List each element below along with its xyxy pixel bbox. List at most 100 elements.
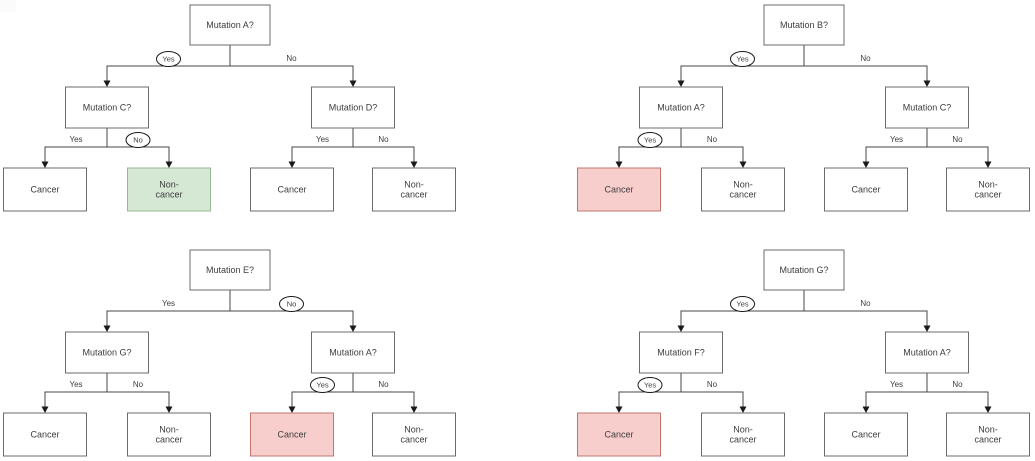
decision-node: Mutation A? <box>639 86 723 129</box>
edge-label-text: Yes <box>890 135 903 144</box>
arrowhead-icon <box>984 161 992 168</box>
connector-line <box>291 128 354 163</box>
edge-label: No <box>860 54 871 63</box>
edge-label-text: No <box>952 380 963 389</box>
arrowhead-icon <box>739 406 747 413</box>
edge-label: No <box>707 380 718 389</box>
edge-label-circled: Yes <box>730 296 755 312</box>
edge-label: No <box>378 135 389 144</box>
decision-node-root-label: Mutation G? <box>779 265 828 275</box>
edge-label-text: No <box>378 135 389 144</box>
leaf-node-highlighted: Non-cancer <box>127 167 211 212</box>
decision-node-label: Mutation A? <box>903 348 951 358</box>
edge-label-text: No <box>286 54 297 63</box>
leaf-node-label: Non-cancer <box>974 425 1001 445</box>
edge-label-text: No <box>378 380 389 389</box>
leaf-node-label: Non-cancer <box>400 425 427 445</box>
decision-node: Mutation D? <box>311 86 395 129</box>
leaf-node-label: Cancer <box>277 185 306 195</box>
edge-label-text: No <box>133 380 144 389</box>
leaf-node: Non-cancer <box>372 412 456 457</box>
edge-label-text: Yes <box>162 55 174 64</box>
leaf-node-label: Non-cancer <box>155 425 182 445</box>
edge-label: No <box>286 54 297 63</box>
edge-label-text: No <box>707 380 718 389</box>
connector-line <box>44 373 108 408</box>
arrowhead-icon <box>288 406 296 413</box>
connector-line <box>803 290 928 327</box>
edge-label-text: No <box>133 136 143 145</box>
decision-node: Mutation F? <box>639 331 723 374</box>
connector-line <box>352 128 415 163</box>
arrowhead-icon <box>739 161 747 168</box>
decision-node-box <box>311 86 395 129</box>
decision-node-root: Mutation B? <box>763 4 845 46</box>
decision-node-box <box>885 86 969 129</box>
decision-node: Mutation A? <box>311 331 395 374</box>
leaf-node-highlighted: Cancer <box>577 167 661 212</box>
answer-circle <box>310 377 335 393</box>
leaf-node: Cancer <box>824 412 908 457</box>
leaf-node-label: Non-cancer <box>400 180 427 200</box>
leaf-node-box <box>127 412 211 457</box>
edge-label: Yes <box>69 380 82 389</box>
leaf-node: Non-cancer <box>127 412 211 457</box>
decision-node: Mutation C? <box>885 86 969 129</box>
arrowhead-icon <box>677 80 685 87</box>
connector-line <box>680 373 744 408</box>
arrowhead-icon <box>165 406 173 413</box>
leaf-node-highlighted-box <box>127 167 211 212</box>
leaf-node: Non-cancer <box>372 167 456 212</box>
decision-node-root-box <box>763 4 845 46</box>
leaf-node-highlighted: Cancer <box>577 412 661 457</box>
decision-node-box <box>311 331 395 374</box>
decision-node-root-box <box>189 4 271 46</box>
edge-label: No <box>378 380 389 389</box>
arrowhead-icon <box>410 406 418 413</box>
decision-node: Mutation C? <box>65 86 149 129</box>
edge-label-text: Yes <box>644 381 656 390</box>
leaf-node: Non-cancer <box>701 412 785 457</box>
edge-label: No <box>952 135 963 144</box>
connector-line <box>352 373 415 408</box>
decision-node-label: Mutation A? <box>657 103 705 113</box>
edge-label-text: Yes <box>69 135 82 144</box>
decision-node-root-label: Mutation A? <box>206 20 254 30</box>
leaf-node-highlighted: Cancer <box>250 412 334 457</box>
arrowhead-icon <box>984 406 992 413</box>
edge-label-circled: No <box>279 296 304 312</box>
decision-node-box <box>885 331 969 374</box>
leaf-node-box <box>701 167 785 212</box>
answer-circle <box>156 51 181 67</box>
arrowhead-icon <box>923 80 931 87</box>
leaf-node-box <box>824 167 908 212</box>
leaf-node-label: Non-cancer <box>729 425 756 445</box>
leaf-node: Non-cancer <box>946 412 1030 457</box>
leaf-node: Cancer <box>3 412 87 457</box>
leaf-node-box <box>701 412 785 457</box>
answer-circle <box>637 132 663 148</box>
arrowhead-icon <box>103 325 111 332</box>
leaf-node: Non-cancer <box>701 167 785 212</box>
arrowhead-icon <box>349 80 357 87</box>
decision-node-label: Mutation A? <box>329 348 377 358</box>
connector-line <box>106 290 231 327</box>
edge-label-text: Yes <box>69 380 82 389</box>
decision-node-box <box>65 331 149 374</box>
decision-node-label: Mutation G? <box>82 348 131 358</box>
answer-circle <box>637 377 663 393</box>
leaf-node-highlighted-box <box>577 412 661 457</box>
edge-label-text: No <box>707 135 718 144</box>
leaf-node-box <box>946 412 1030 457</box>
arrowhead-icon <box>103 80 111 87</box>
arrowhead-icon <box>410 161 418 168</box>
connector-line <box>229 45 354 82</box>
connector-line <box>865 373 928 408</box>
arrowhead-icon <box>288 161 296 168</box>
leaf-node-label: Non-cancer <box>729 180 756 200</box>
edge-label: Yes <box>890 380 903 389</box>
